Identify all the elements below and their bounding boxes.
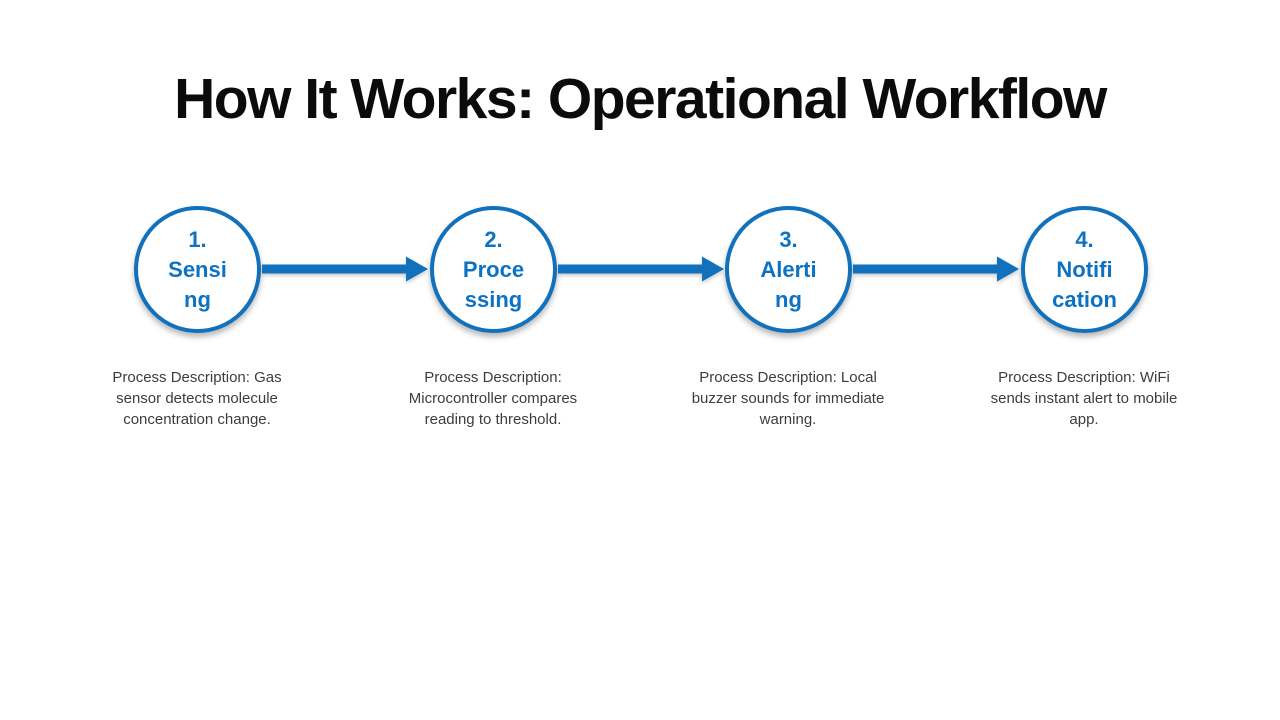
step-description-notification: Process Description: WiFi sends instant … [954, 367, 1214, 430]
step-label-line: Alerti [760, 256, 817, 282]
slide-title: How It Works: Operational Workflow [174, 67, 1107, 131]
step-label-line: cation [1052, 286, 1117, 312]
description-line: reading to threshold. [424, 411, 562, 428]
description-line: warning. [759, 411, 817, 428]
step-number: 4. [1075, 226, 1094, 252]
step-label-line: ng [184, 286, 211, 312]
step-label-line: ssing [464, 286, 523, 312]
step-label-line: Notifi [1056, 256, 1113, 282]
flow-arrow-icon [262, 256, 428, 282]
description-line: sensor detects molecule [116, 390, 278, 407]
step-circle-text: 1. Sensi ng [168, 225, 227, 315]
flow-arrow-icon [853, 256, 1019, 282]
step-number: 2. [484, 226, 503, 252]
step-circle-notification: 4. Notifi cation [1021, 206, 1148, 333]
description-line: Microcontroller compares [408, 390, 578, 407]
step-circle-text: 2. Proce ssing [463, 225, 524, 315]
step-label-line: Proce [462, 256, 525, 282]
flow-arrow-icon [558, 256, 724, 282]
step-circle-alerting: 3. Alerti ng [725, 206, 852, 333]
description-line: concentration change. [123, 411, 271, 428]
step-circle-text: 3. Alerti ng [760, 225, 816, 315]
step-circle-processing: 2. Proce ssing [430, 206, 557, 333]
description-line: Process Description: [424, 369, 562, 386]
step-number: 1. [188, 226, 207, 252]
description-line: Process Description: Local [699, 369, 877, 386]
step-description-processing: Process Description: Microcontroller com… [363, 367, 623, 430]
description-line: sends instant alert to mobile [990, 390, 1178, 407]
step-description-alerting: Process Description: Local buzzer sounds… [658, 367, 918, 430]
step-number: 3. [779, 226, 798, 252]
step-description-sensing: Process Description: Gas sensor detects … [67, 367, 327, 430]
step-label-line: ng [775, 286, 802, 312]
description-line: buzzer sounds for immediate [691, 390, 885, 407]
step-label-line: Sensi [168, 256, 227, 282]
step-circle-text: 4. Notifi cation [1052, 225, 1117, 315]
step-circle-sensing: 1. Sensi ng [134, 206, 261, 333]
description-line: app. [1069, 411, 1099, 428]
description-line: Process Description: WiFi [998, 369, 1170, 386]
description-line: Process Description: Gas [112, 369, 282, 386]
